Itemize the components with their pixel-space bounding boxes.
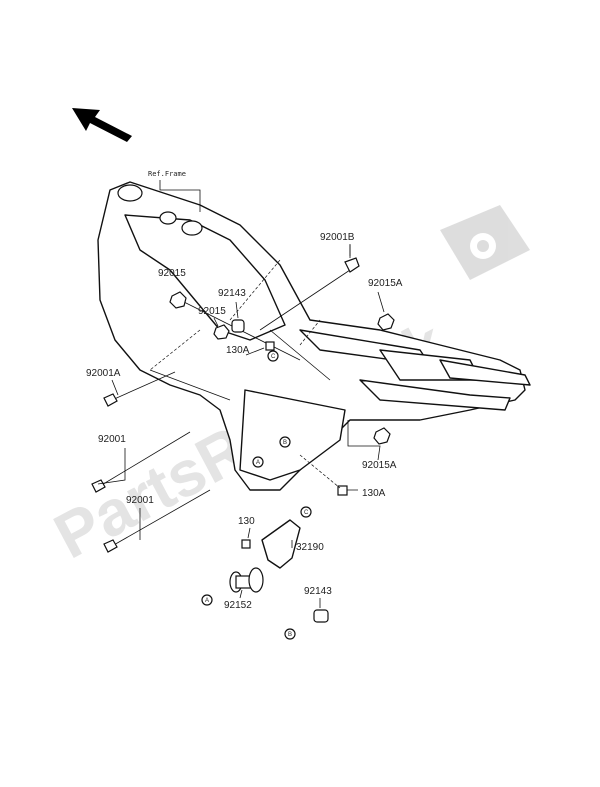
callout-c-top-label: C xyxy=(271,354,276,360)
callout-c-bottom: C xyxy=(300,506,312,518)
callout-b-bottom-label: B xyxy=(288,632,292,638)
part-label-92001B: 92001B xyxy=(320,232,355,243)
callout-a-label: A xyxy=(205,598,209,604)
part-label-32190: 32190 xyxy=(296,542,324,553)
callout-a-top-label: A xyxy=(256,460,260,466)
spacer-92152 xyxy=(229,567,264,593)
part-label-92143-bottom: 92143 xyxy=(304,586,332,597)
collar-92143-bottom xyxy=(313,609,329,623)
nut-92015-top xyxy=(169,291,187,309)
bracket-32190 xyxy=(261,519,301,569)
nut-92015A-bottom xyxy=(373,427,391,445)
callout-a-top: A xyxy=(252,456,264,468)
gear-flag-logo-icon xyxy=(440,205,530,280)
part-label-92143-top: 92143 xyxy=(218,288,246,299)
callout-c-top: C xyxy=(267,350,279,362)
part-label-92015A-bottom: 92015A xyxy=(362,460,397,471)
direction-arrow-icon xyxy=(72,108,132,142)
bolt-130A-bottom xyxy=(337,485,348,496)
bolt-92001A xyxy=(103,371,176,407)
part-label-92152: 92152 xyxy=(224,600,252,611)
callout-a: A xyxy=(201,594,213,606)
bolt-130A-top xyxy=(265,341,275,351)
nut-92015A-top xyxy=(377,313,395,331)
part-label-92015A-top: 92015A xyxy=(368,278,403,289)
callout-b-top-label: B xyxy=(283,440,287,446)
part-label-130A-bottom: 130A xyxy=(362,488,386,499)
part-label-130: 130 xyxy=(238,516,255,527)
bolt-92001-upper xyxy=(91,431,191,493)
part-label-92001-upper: 92001 xyxy=(98,434,126,445)
callout-c-bottom-label: C xyxy=(304,510,309,516)
callout-b-top: B xyxy=(279,436,291,448)
collar-92143-top xyxy=(231,319,245,333)
callout-b-bottom: B xyxy=(284,628,296,640)
ref-frame-label: Ref.Frame xyxy=(148,170,186,178)
main-frame xyxy=(97,181,531,491)
bolt-92001B xyxy=(259,257,360,331)
bolt-92001-lower xyxy=(103,489,211,553)
bolt-130 xyxy=(241,539,251,549)
part-label-92001-lower: 92001 xyxy=(126,495,154,506)
part-label-92015-top: 92015 xyxy=(158,268,186,279)
nut-92015-mid xyxy=(213,324,230,340)
part-label-130A-top: 130A xyxy=(226,345,250,356)
part-label-92001A: 92001A xyxy=(86,368,121,379)
part-label-92015-mid: 92015 xyxy=(198,306,226,317)
